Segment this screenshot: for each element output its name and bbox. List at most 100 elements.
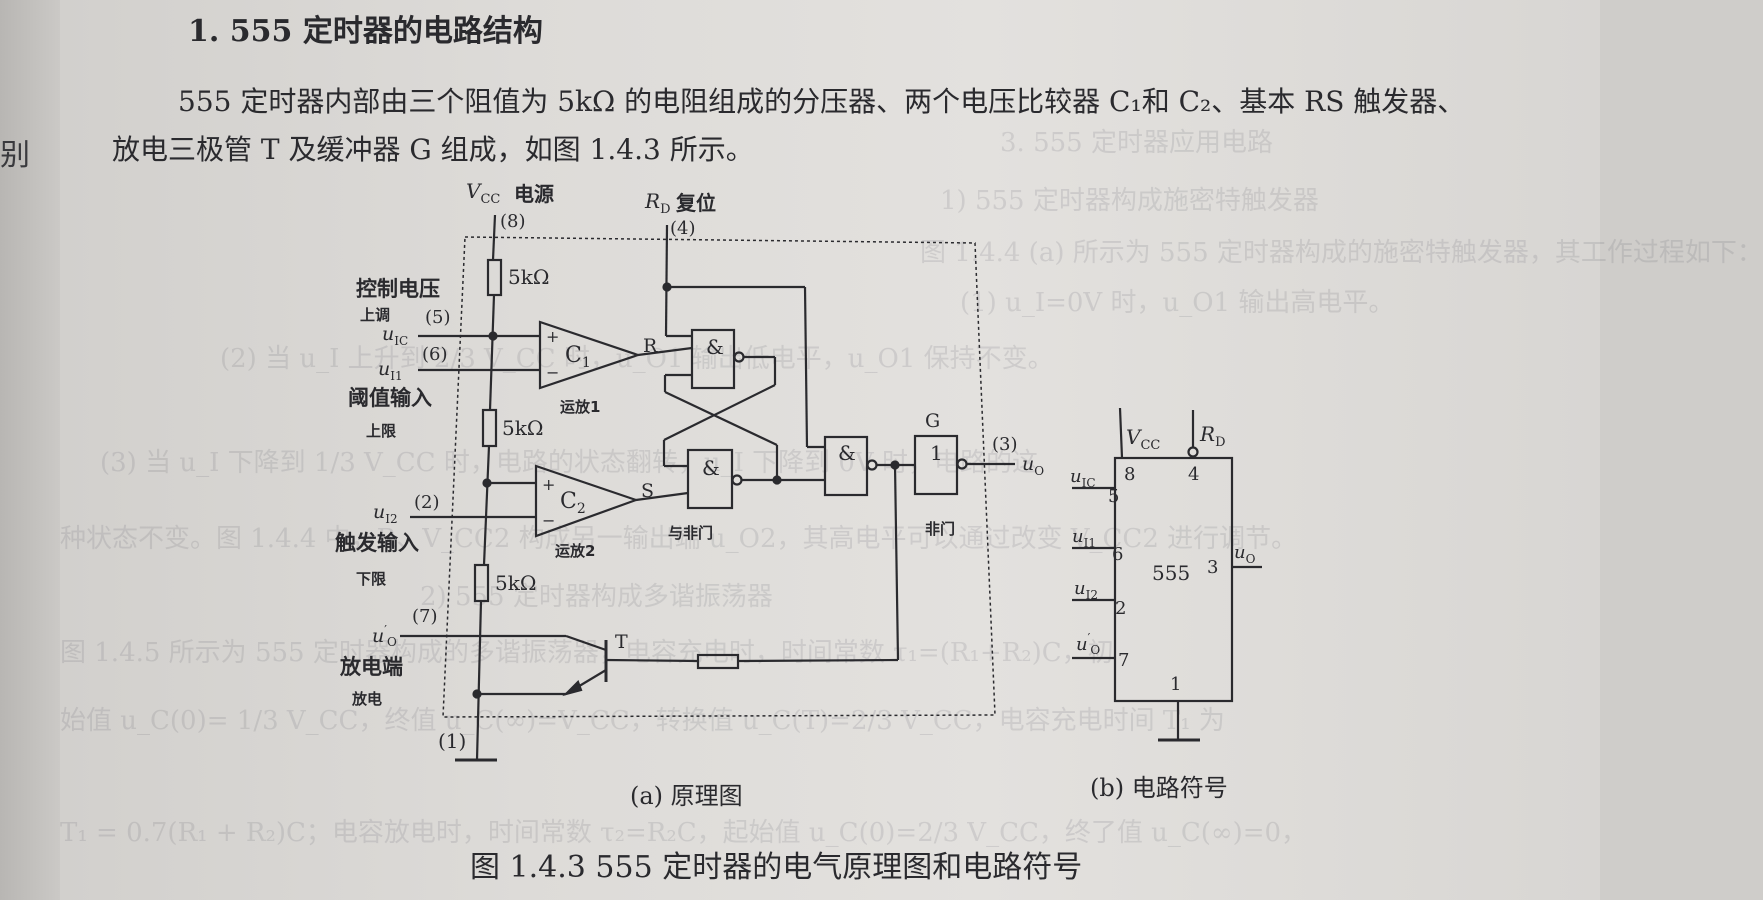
nand-bubble [733,351,745,363]
ui1-label: uI1 [378,358,403,383]
vcc-symbol: VCC [466,179,500,207]
chip-uo: uO [1234,542,1256,566]
c1-label: C1 [565,343,591,371]
ghost-line: 3. 555 定时器应用电路 [1000,128,1273,158]
g-label: G [925,410,940,432]
r-input-label: R [643,335,658,357]
circuit-diagram: + − C1 + − C2 VCC 电源 [335,179,1262,762]
nand-bubble [731,474,743,486]
chip-pin2: 2 [1115,598,1126,619]
pin4-bubble [1187,446,1199,458]
threshold-input-label: 阈值输入 [348,385,432,410]
resistor-label-2: 5kΩ [502,416,543,440]
chip-pin1: 1 [1170,674,1181,695]
divider-wire [482,445,491,566]
pin3-label: (3) [992,434,1018,455]
base-resistor [696,653,740,670]
margin-char: 别 [0,138,30,173]
c2-minus: − [542,511,555,530]
chip-ui2: uI2 [1074,578,1098,602]
cross-wire [663,384,776,441]
chip-pin7: 7 [1118,650,1129,671]
c1-plus: + [546,327,559,346]
book-page [60,0,1600,900]
chip-555-body [1113,456,1234,703]
base-wire [737,658,899,663]
resistor-2 [481,408,498,448]
chip-pin4: 4 [1188,464,1199,485]
chip-pin8: 8 [1124,464,1135,485]
feedback-wire [893,464,900,661]
reset-wire [664,224,669,337]
discharge-terminal-label: 放电端 [339,654,403,679]
ghost-line: (3) 当 u_I 下降到 1/3 V_CC 时，电路的状态翻转，u_I 下降到… [100,448,1038,478]
ui2-label: uI2 [373,501,398,526]
vcc-wire [491,214,497,261]
cross-wire [664,391,778,446]
pin5-label: (5) [425,307,451,328]
lower-limit-label: 下限 [356,570,386,588]
chip-pin5: 5 [1108,486,1119,507]
pin7-label: (7) [412,606,438,627]
comparator1-note: 运放1 [560,398,600,416]
uo-prime-label: u′O [372,623,397,649]
r-wire [637,346,693,357]
chip-555-label: 555 [1152,561,1190,585]
rd-symbol: RD [644,189,671,217]
transistor-collector [565,634,607,652]
c2-label: C2 [560,489,586,517]
ghost-line: T₁ = 0.7(R₁ + R₂)C；电容放电时，时间常数 τ₂=R₂C，起始值… [60,818,1308,848]
chip-ui1: uI1 [1072,526,1096,550]
figure-caption: 图 1.4.3 555 定时器的电气原理图和电路符号 [470,850,1083,885]
ghost-line: 始值 u_C(0)= 1/3 V_CC，终值 u_C(∞)=V_CC，转换值 u… [60,706,1225,736]
pin1-label: (1) [438,729,466,753]
ghost-line: 图 1.4.4 (a) 所示为 555 定时器构成的施密特触发器，其工作过程如下… [920,238,1763,268]
comparator-c1 [538,320,642,390]
ghost-line: (2) 当 u_I 上升到 2/3 V_CC 时，u_O1 输出低电平，u_O1… [220,344,1054,374]
vcc-label: 电源 [514,182,554,206]
caption-b: (b) 电路符号 [1090,774,1228,802]
nand-note: 与非门 [668,524,713,542]
junction-dot [772,475,782,485]
resistor-1 [486,258,503,297]
ghost-line: (1) u_I=0V 时，u_O1 输出高电平。 [960,288,1395,318]
not-symbol: 1 [930,441,943,465]
ghost-line: 1) 555 定时器构成施密特触发器 [940,186,1319,216]
and-symbol: & [706,335,724,359]
uo-label: uO [1022,453,1044,478]
chip-vcc: VCC [1126,425,1160,453]
chip-pin3: 3 [1207,557,1218,578]
divider-wire [488,294,496,411]
ghost-line: 2) 555 定时器构成多谐振荡器 [420,582,773,612]
uic-label: uIC [382,323,408,348]
page-margin: 别 [0,0,60,900]
transistor-label: T [615,631,628,653]
resistor-label-1: 5kΩ [508,265,549,289]
shangtiao-label: 上调 [360,306,390,324]
caption-a: (a) 原理图 [630,782,743,810]
comparator2-note: 运放2 [555,542,595,560]
c2-plus: + [542,475,555,494]
trigger-input-label: 触发输入 [335,530,419,555]
s-wire [635,491,689,502]
chip-uic: uIC [1070,466,1096,490]
control-voltage-label: 控制电压 [356,276,440,301]
discharge-label: 放电 [351,690,382,708]
pin4-label: (4) [670,218,696,239]
chip-pin6: 6 [1112,544,1123,565]
nand-bubble [866,459,878,471]
junction-dot [662,282,672,292]
emitter-arrow [562,680,583,697]
base-wire [605,658,699,663]
not-bubble [956,458,968,470]
chip-outline [442,236,996,718]
chip-rd: RD [1199,422,1226,450]
pin8-wire [1118,407,1124,459]
ground-wire [475,600,483,761]
upper-limit-label: 上限 [366,422,396,440]
c1-minus: − [546,363,559,382]
pin2-label: (2) [414,492,440,513]
s-input-label: S [641,480,654,502]
comparator-c2 [534,464,640,538]
reset-bus [803,286,809,448]
